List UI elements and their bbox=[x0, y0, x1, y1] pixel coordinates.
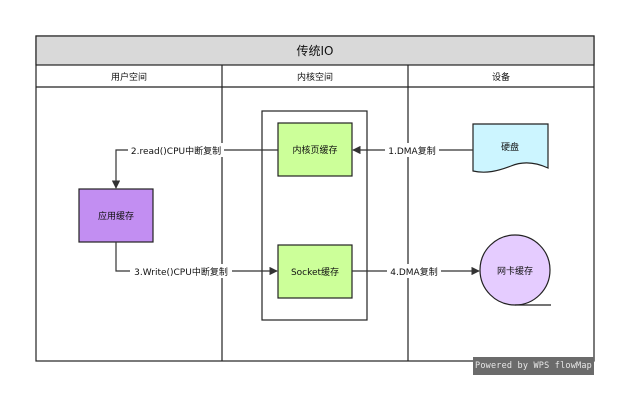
socket-buffer-node[interactable] bbox=[277, 244, 353, 299]
disk-label: 硬盘 bbox=[501, 141, 519, 153]
edge-dma-read-label: 1.DMA复制 bbox=[388, 145, 435, 157]
disk-node[interactable] bbox=[472, 123, 549, 173]
kernel-buffer-node[interactable] bbox=[277, 122, 353, 177]
app-buffer-node[interactable] bbox=[78, 188, 154, 243]
kernel-buffer-label: 内核页缓存 bbox=[292, 144, 337, 156]
edge-cpu-read-label-bg bbox=[128, 143, 224, 157]
edge-dma-write-label: 4.DMA复制 bbox=[390, 266, 437, 278]
edge-dma-read-label-bg bbox=[385, 143, 439, 157]
app-buffer-label: 应用缓存 bbox=[98, 210, 134, 222]
edge-dma-write-label-bg bbox=[387, 264, 441, 278]
edge-cpu-write-label-bg bbox=[130, 264, 232, 278]
socket-buffer-label: Socket缓存 bbox=[291, 266, 339, 278]
watermark-badge: Powered by WPS flowMap bbox=[473, 357, 594, 375]
lane-header-device: 设备 bbox=[492, 71, 510, 83]
kernel-container bbox=[261, 110, 368, 321]
edge-cpu-write-label: 3.Write()CPU中断复制 bbox=[134, 266, 228, 278]
diagram-title: 传统IO bbox=[297, 43, 334, 58]
title-bar bbox=[35, 35, 595, 66]
lane-header-user: 用户空间 bbox=[111, 71, 147, 83]
lane-header-kernel: 内核空间 bbox=[297, 71, 333, 83]
nic-buffer-label: 网卡缓存 bbox=[497, 265, 533, 277]
edge-cpu-read-label: 2.read()CPU中断复制 bbox=[131, 145, 221, 157]
